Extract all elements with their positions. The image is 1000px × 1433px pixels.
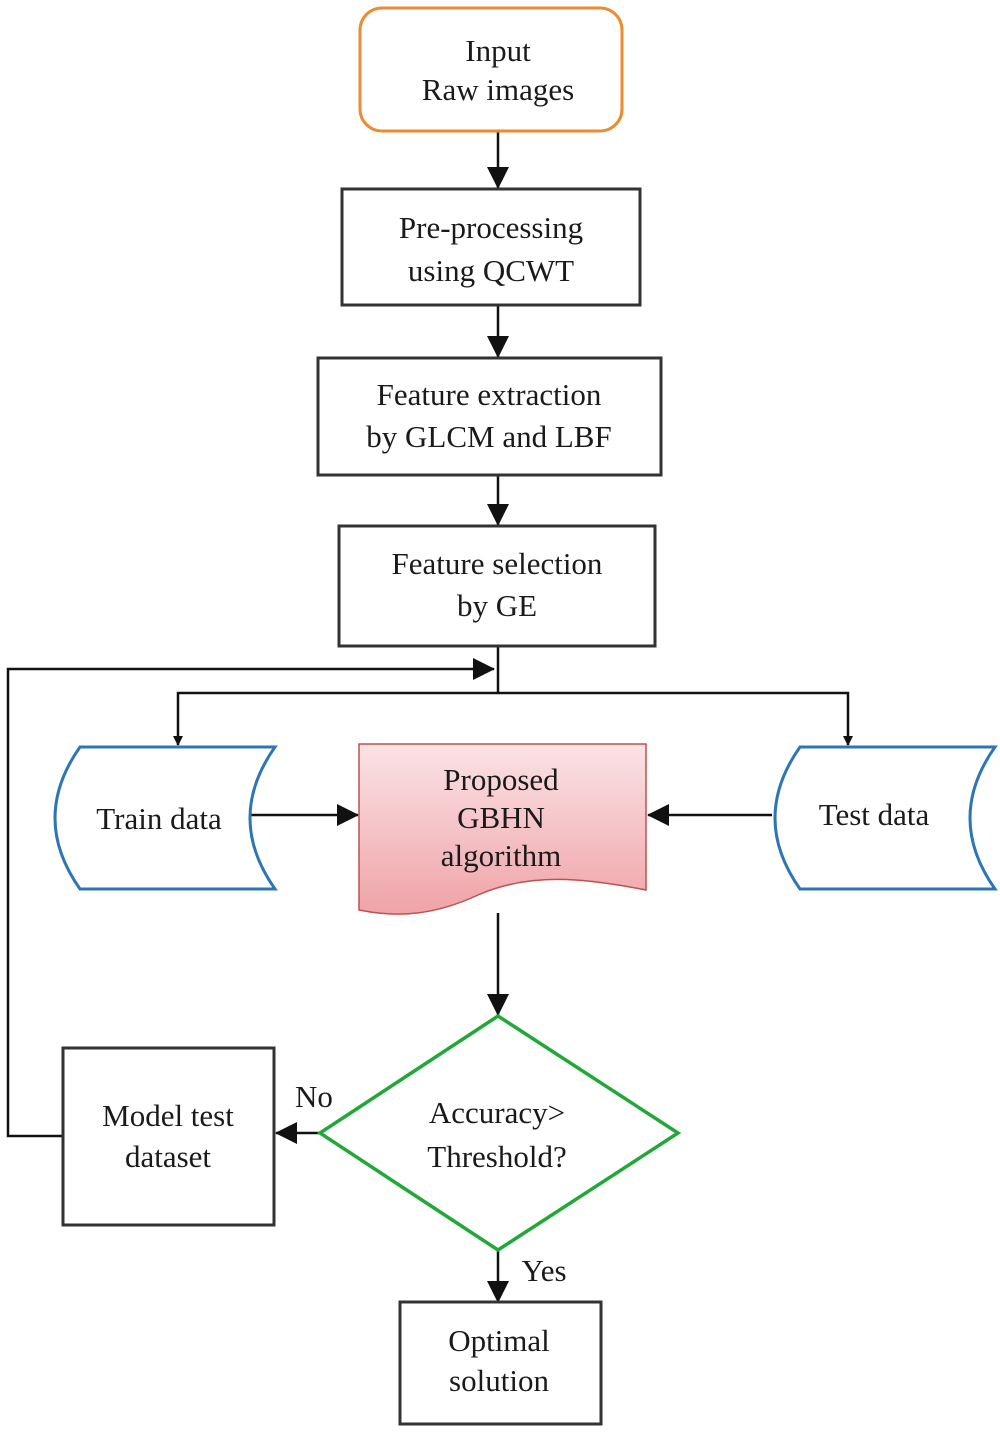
gbhn-node: Proposed GBHN algorithm: [358, 743, 647, 915]
train-data-node: Train data: [53, 745, 278, 891]
feature-selection-node: Feature selection by GE: [337, 524, 657, 648]
feature-extraction-label-line2: by GLCM and LBF: [366, 419, 611, 454]
input-label-line2: Raw images: [422, 72, 574, 107]
input-label-line1: Input: [465, 33, 531, 68]
connectors: [6, 131, 853, 1303]
preprocessing-node: Pre-processing using QCWT: [340, 187, 642, 307]
feature-extraction-node: Feature extraction by GLCM and LBF: [316, 356, 663, 477]
model-test-node: Model test dataset: [61, 1046, 276, 1227]
edge-label-no: No: [295, 1079, 333, 1114]
test-data-label: Test data: [819, 797, 930, 832]
feature-selection-label-line1: Feature selection: [392, 546, 603, 581]
preprocessing-label-line2: using QCWT: [408, 253, 574, 288]
arrow-split-to-test: [498, 691, 853, 746]
optimal-label-line2: solution: [449, 1363, 549, 1398]
preprocessing-label-line1: Pre-processing: [399, 210, 583, 245]
model-test-label-line2: dataset: [125, 1139, 211, 1174]
decision-node: Accuracy> Threshold?: [316, 1013, 682, 1253]
arrow-split-to-train: [173, 691, 498, 746]
optimal-node: Optimal solution: [398, 1300, 603, 1426]
feature-selection-label-line2: by GE: [457, 588, 537, 623]
optimal-label-line1: Optimal: [448, 1323, 550, 1358]
model-test-label-line1: Model test: [102, 1098, 234, 1133]
gbhn-label-line1: Proposed: [443, 762, 559, 797]
train-data-label: Train data: [96, 801, 222, 836]
feature-extraction-label-line1: Feature extraction: [377, 377, 602, 412]
test-data-node: Test data: [773, 745, 998, 891]
gbhn-label-line2: GBHN: [457, 800, 545, 835]
input-node: Input Raw images: [358, 6, 624, 133]
arrow-feedback-loop: [6, 658, 495, 1138]
gbhn-label-line3: algorithm: [441, 838, 562, 873]
decision-label-line1: Accuracy>: [429, 1095, 565, 1130]
edge-label-yes: Yes: [521, 1253, 566, 1288]
decision-label-line2: Threshold?: [427, 1139, 566, 1174]
